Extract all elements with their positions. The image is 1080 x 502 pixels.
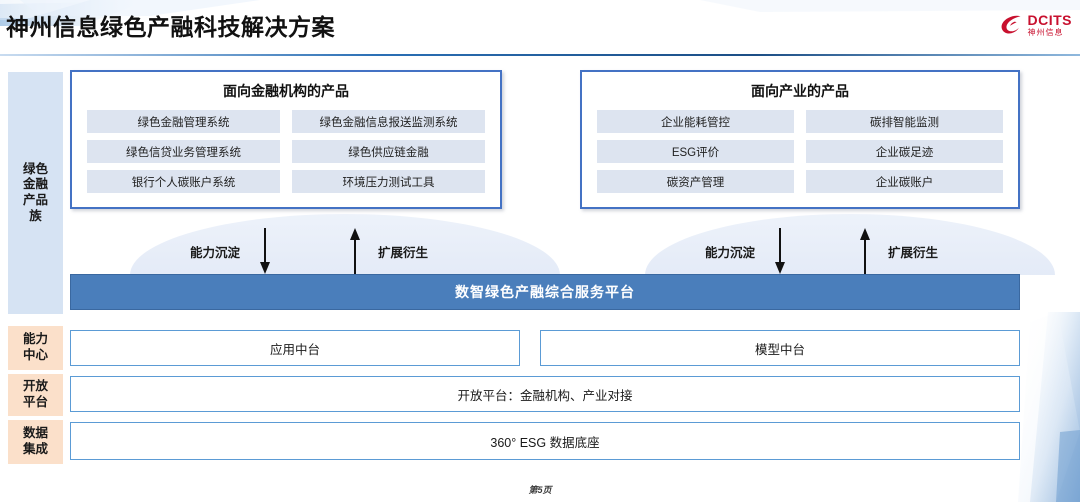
product-tile[interactable]: 绿色金融管理系统	[87, 110, 280, 133]
dcits-logo: DCITS 神州信息	[998, 10, 1073, 40]
open-platform-box[interactable]: 开放平台：金融机构、产业对接	[70, 376, 1020, 412]
arrow-down-icon	[775, 228, 786, 274]
product-tile[interactable]: ESG评价	[597, 140, 794, 163]
product-tile[interactable]: 碳资产管理	[597, 170, 794, 193]
arrow-up-icon	[350, 228, 360, 274]
product-tile[interactable]: 碳排智能监测	[806, 110, 1003, 133]
arrow-down-icon	[260, 228, 271, 274]
sidebar-item-open-platform[interactable]: 开放平台	[8, 374, 63, 416]
capability-box-application-midend[interactable]: 应用中台	[70, 330, 520, 366]
flow-label-expansion-derivation: 扩展衍生	[888, 245, 939, 260]
logo-brand-cn: 神州信息	[1027, 28, 1064, 37]
box-label: 模型中台	[754, 342, 805, 357]
capability-box-model-midend[interactable]: 模型中台	[540, 330, 1020, 366]
sidebar-item-label: 能力中心	[22, 332, 48, 362]
header-divider-rule	[0, 54, 1080, 56]
flow-label-capability-precipitation: 能力沉淀	[705, 245, 756, 260]
sidebar-item-green-finance-products[interactable]: 绿色金融产品族	[8, 72, 63, 314]
arrow-up-icon	[860, 228, 870, 274]
platform-bar[interactable]: 数智绿色产融综合服务平台	[70, 274, 1020, 310]
panel-tile-grid: 企业能耗管控 碳排智能监测 ESG评价 企业碳足迹 碳资产管理 企业碳账户	[582, 110, 1018, 205]
page-title: 神州信息绿色产融科技解决方案	[6, 14, 335, 40]
sidebar-item-label: 数据集成	[22, 426, 48, 456]
sidebar-item-label: 绿色金融产品族	[22, 161, 48, 223]
page-number-label: 第5页	[528, 485, 552, 495]
sidebar-item-label: 开放平台	[22, 379, 48, 409]
box-label: 应用中台	[269, 342, 320, 357]
flow-group-right-capability: 能力沉淀	[705, 228, 787, 274]
page-header: 神州信息绿色产融科技解决方案 DCITS 神州信息	[0, 0, 1080, 56]
box-label: 开放平台：金融机构、产业对接	[457, 388, 633, 403]
flow-group-left-capability: 能力沉淀	[190, 228, 272, 274]
sidebar-item-data-integration[interactable]: 数据集成	[8, 420, 63, 464]
product-tile[interactable]: 环境压力测试工具	[292, 170, 485, 193]
dcits-swirl-logo-icon	[1001, 15, 1020, 34]
product-tile[interactable]: 企业碳足迹	[806, 140, 1003, 163]
flow-label-capability-precipitation: 能力沉淀	[190, 245, 241, 260]
product-tile[interactable]: 企业碳账户	[806, 170, 1003, 193]
product-tile[interactable]: 企业能耗管控	[597, 110, 794, 133]
panel-industry-products: 面向产业的产品 企业能耗管控 碳排智能监测 ESG评价 企业碳足迹 碳资产管理 …	[580, 70, 1020, 209]
flow-group-right-expansion: 扩展衍生	[858, 228, 938, 274]
panel-tile-grid: 绿色金融管理系统 绿色金融信息报送监测系统 绿色信贷业务管理系统 绿色供应链金融…	[72, 110, 500, 205]
flow-group-left-expansion: 扩展衍生	[348, 228, 428, 274]
data-foundation-box[interactable]: 360° ESG 数据底座	[70, 422, 1020, 460]
page-footer: 第5页	[0, 483, 1080, 496]
platform-bar-label: 数智绿色产融综合服务平台	[455, 284, 635, 300]
panel-title: 面向产业的产品	[751, 83, 849, 99]
logo-brand-en: DCITS	[1027, 12, 1072, 28]
panel-title: 面向金融机构的产品	[223, 83, 349, 99]
box-label: 360° ESG 数据底座	[490, 435, 600, 450]
logo-text: DCITS 神州信息	[1028, 13, 1073, 37]
product-tile[interactable]: 绿色金融信息报送监测系统	[292, 110, 485, 133]
sidebar-item-capability-center[interactable]: 能力中心	[8, 326, 63, 370]
flow-label-expansion-derivation: 扩展衍生	[378, 245, 429, 260]
product-tile[interactable]: 绿色供应链金融	[292, 140, 485, 163]
product-tile[interactable]: 绿色信贷业务管理系统	[87, 140, 280, 163]
panel-financial-institution-products: 面向金融机构的产品 绿色金融管理系统 绿色金融信息报送监测系统 绿色信贷业务管理…	[70, 70, 502, 209]
product-tile[interactable]: 银行个人碳账户系统	[87, 170, 280, 193]
